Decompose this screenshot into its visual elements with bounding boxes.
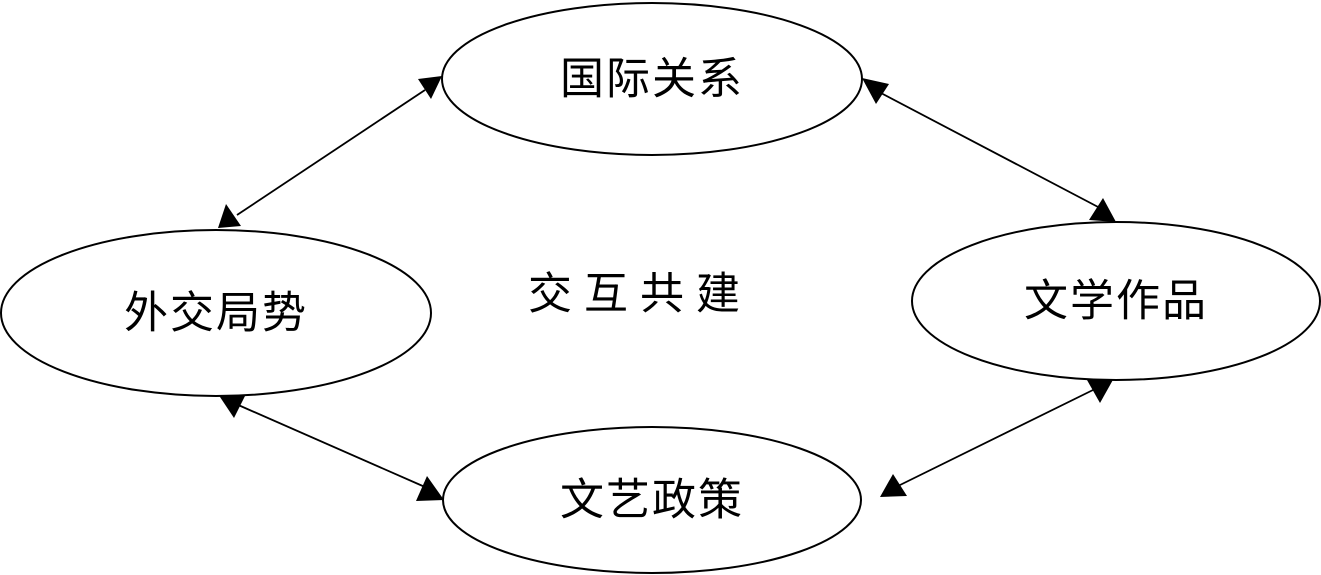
node-label: 文艺政策 [560, 475, 744, 526]
edge-left-top [218, 76, 442, 228]
arrowhead [416, 476, 444, 501]
node-ellipse [442, 426, 862, 574]
edge-line [236, 89, 426, 216]
edge-bottom-left [218, 394, 444, 501]
node-top: 国际关系 [441, 2, 863, 156]
arrowhead [1087, 378, 1114, 403]
node-label: 国际关系 [560, 54, 744, 105]
arrowhead [418, 76, 442, 99]
edges-layer [218, 76, 1116, 501]
edge-line [897, 388, 1096, 487]
arrowhead [1089, 198, 1116, 222]
arrowhead [862, 78, 889, 104]
node-label: 外交局势 [124, 288, 308, 339]
arrowhead [218, 394, 246, 418]
edge-line [235, 403, 426, 488]
node-right: 文学作品 [911, 221, 1321, 381]
arrowhead [880, 474, 907, 497]
edge-right-bottom [880, 378, 1114, 497]
edge-top-right [862, 78, 1116, 222]
node-ellipse [911, 221, 1321, 381]
edge-line [878, 91, 1101, 209]
node-bottom: 文艺政策 [442, 426, 862, 574]
node-label: 文学作品 [1024, 276, 1208, 327]
node-ellipse [0, 229, 432, 397]
node-ellipse [441, 2, 863, 156]
arrowhead [218, 204, 241, 228]
node-left: 外交局势 [0, 229, 432, 397]
center-label: 交互共建 [528, 269, 752, 320]
